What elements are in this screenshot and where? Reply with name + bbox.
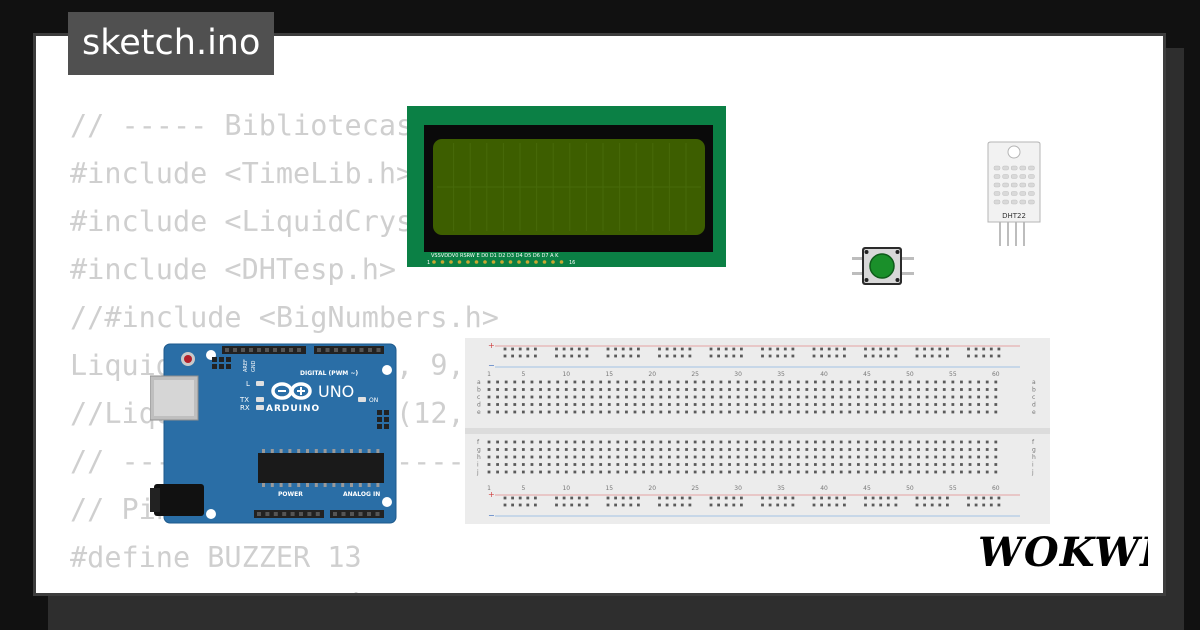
lcd-pin-labels: VSSVDDV0 RSRW E D0 D1 D2 D3 D4 D5 D6 D7 … [431,253,559,259]
wokwi-wordmark: WOKWI [978,529,1148,574]
breadboard-row-label: j [1031,469,1034,476]
breadboard-column-label: 15 [605,371,613,378]
breadboard-column-label: 55 [949,485,957,492]
breadboard-row-label: c [1032,394,1035,401]
arduino-logo-icon [271,382,312,400]
arduino-aref-label: AREF [243,359,249,372]
breadboard-row-label: g [1032,447,1036,454]
breadboard[interactable]: + − + − 11551010151520202525303035354040… [465,338,1050,524]
file-name-tab[interactable]: sketch.ino [68,12,275,75]
breadboard-column-label: 45 [863,371,871,378]
breadboard-row-label: d [477,402,481,409]
breadboard-row-label: f [1032,439,1035,446]
breadboard-column-label: 30 [734,485,742,492]
code-line: #include <DHTesp.h> [70,253,397,286]
breadboard-row-label: h [477,454,481,461]
rail-plus-bottom: + [488,490,495,499]
arduino-gnd-label: GND [251,360,257,372]
breadboard-column-label: 15 [605,485,613,492]
arduino-led-on: ON [369,397,378,404]
lcd-pin-first: 1 [427,260,430,266]
code-line: //#include <BigNumbers.h> [70,301,499,334]
breadboard-column-label: 60 [992,371,1000,378]
breadboard-column-label: 25 [691,371,699,378]
breadboard-column-label: 35 [777,485,785,492]
breadboard-column-label: 1 [487,485,491,492]
breadboard-row-label: e [1032,409,1036,416]
arduino-power-label: POWER [278,491,303,498]
breadboard-column-label: 40 [820,485,828,492]
breadboard-row-label: a [477,379,481,386]
rail-minus-top: − [488,361,495,370]
breadboard-row-label: c [477,394,480,401]
arduino-model-label: UNO [318,382,354,401]
breadboard-column-label: 45 [863,485,871,492]
breadboard-column-label: 40 [820,371,828,378]
arduino-analog-label: ANALOG IN [343,491,380,498]
breadboard-column-label: 5 [521,485,525,492]
code-line: #define BUZZER 13 [70,541,362,574]
breadboard-column-label: 20 [648,485,656,492]
wokwi-logo: WOKWI [978,529,1148,574]
breadboard-column-label: 50 [906,371,914,378]
rail-minus-bottom: − [488,511,495,520]
breadboard-row-label: e [477,409,481,416]
breadboard-row-label: a [1032,379,1036,386]
breadboard-row-label: h [1032,454,1036,461]
code-line: //Cambiar el Botón Select [70,582,756,593]
push-button[interactable] [852,245,914,287]
breadboard-column-label: 50 [906,485,914,492]
code-line: // ----- Bibliotecas [70,109,414,142]
breadboard-column-label: 30 [734,371,742,378]
code-line: #include <TimeLib.h> [70,157,414,190]
arduino-digital-label: DIGITAL (PWM ~) [300,370,358,377]
arduino-led-l: L [246,380,250,388]
breadboard-row-label: i [1032,462,1034,469]
breadboard-column-label: 60 [992,485,1000,492]
lcd-display[interactable]: VSSVDDV0 RSRW E D0 D1 D2 D3 D4 D5 D6 D7 … [407,106,726,267]
rail-plus-top: + [488,341,495,350]
breadboard-row-label: b [1032,387,1036,394]
arduino-uno-board[interactable]: DIGITAL (PWM ~) AREF GND L TX RX UNO ARD… [150,342,398,525]
breadboard-column-label: 10 [562,485,570,492]
breadboard-column-label: 55 [949,371,957,378]
breadboard-row-label: i [477,462,479,469]
breadboard-row-label: g [477,447,481,454]
breadboard-column-label: 25 [691,485,699,492]
breadboard-column-label: 10 [562,371,570,378]
dht22-label: DHT22 [1002,212,1026,220]
breadboard-column-label: 1 [487,371,491,378]
arduino-brand-label: ARDUINO [266,404,320,414]
breadboard-column-label: 35 [777,371,785,378]
breadboard-row-label: d [1032,402,1036,409]
breadboard-column-label: 5 [521,371,525,378]
breadboard-row-label: f [477,439,480,446]
breadboard-row-label: b [477,387,481,394]
lcd-pin-last: 16 [569,260,575,266]
arduino-rx-label: RX [240,404,250,412]
breadboard-row-label: j [476,469,479,476]
dht22-sensor[interactable]: DHT22 [985,140,1043,248]
breadboard-column-label: 20 [648,371,656,378]
arduino-tx-label: TX [239,396,249,404]
